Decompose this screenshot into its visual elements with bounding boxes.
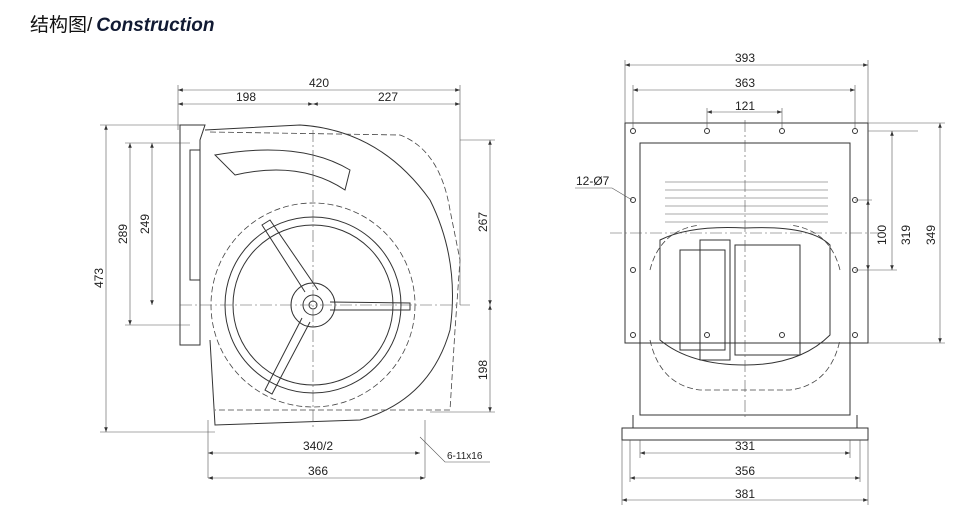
dim-349: 349 — [924, 225, 938, 245]
dim-198-right: 198 — [476, 360, 490, 380]
dim-198-top: 198 — [236, 90, 256, 104]
dim-366: 366 — [308, 464, 328, 478]
page-title: 结构图/Construction — [30, 10, 215, 37]
dim-121: 121 — [735, 99, 755, 113]
dim-holes: 6-11x16 — [447, 451, 483, 462]
dim-363: 363 — [735, 76, 755, 90]
dim-340-2: 340/2 — [303, 439, 333, 453]
dim-100: 100 — [875, 225, 889, 245]
dim-331: 331 — [735, 439, 755, 453]
dim-420: 420 — [309, 76, 329, 90]
dim-hole-spec: 12-Ø7 — [576, 174, 610, 188]
front-view: 393 363 121 12-Ø7 100 319 349 331 356 38… — [575, 51, 945, 505]
dim-473: 473 — [92, 268, 106, 288]
dim-356: 356 — [735, 464, 755, 478]
dim-227: 227 — [378, 90, 398, 104]
dim-319: 319 — [899, 225, 913, 245]
dim-289: 289 — [116, 224, 130, 244]
dim-393: 393 — [735, 51, 755, 65]
dim-381: 381 — [735, 487, 755, 501]
title-en: Construction — [96, 15, 215, 36]
dim-249: 249 — [138, 214, 152, 234]
title-cn: 结构图/ — [30, 15, 93, 36]
dim-267: 267 — [476, 212, 490, 232]
side-view: 420 198 227 473 289 249 267 198 340/2 36… — [92, 76, 495, 480]
